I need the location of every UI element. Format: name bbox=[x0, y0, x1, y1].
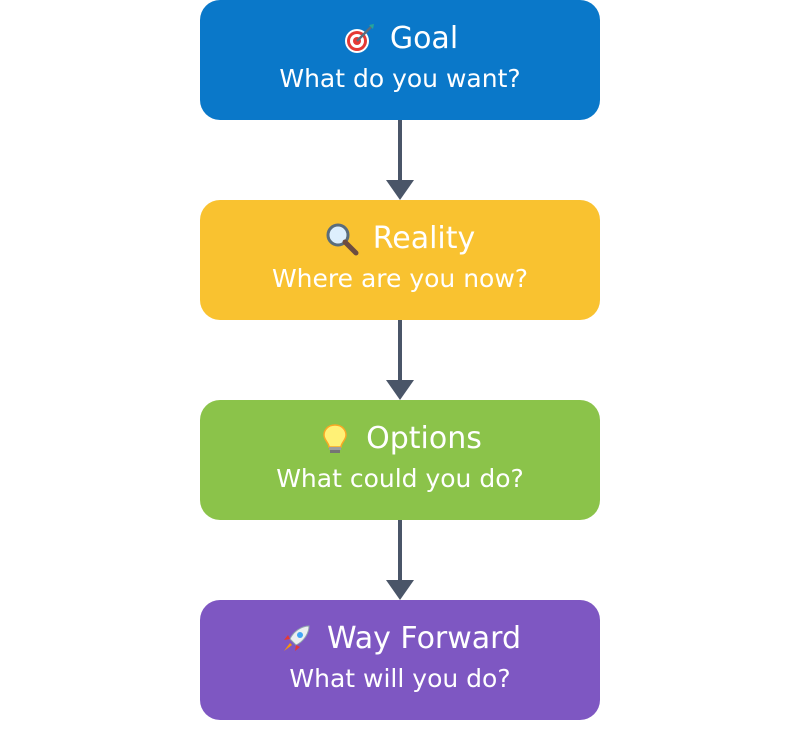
magnifying-glass-icon bbox=[325, 222, 359, 256]
node-way-forward[interactable]: Way Forward What will you do? bbox=[200, 600, 600, 720]
node-options[interactable]: Options What could you do? bbox=[200, 400, 600, 520]
arrowhead bbox=[386, 580, 414, 600]
arrowhead bbox=[386, 180, 414, 200]
connector-reality-options bbox=[386, 320, 414, 400]
connector-goal-reality bbox=[386, 120, 414, 200]
node-title-row: Way Forward bbox=[279, 621, 521, 657]
target-icon bbox=[342, 22, 376, 56]
node-subtitle: What do you want? bbox=[279, 64, 521, 93]
connector-options-way-forward bbox=[386, 520, 414, 600]
node-subtitle: What will you do? bbox=[289, 664, 511, 693]
node-subtitle: What could you do? bbox=[276, 464, 524, 493]
node-title-row: Options bbox=[318, 421, 482, 457]
node-title: Way Forward bbox=[326, 621, 522, 656]
node-title: Reality bbox=[372, 221, 476, 256]
node-title-row: Goal bbox=[342, 21, 458, 57]
node-title: Goal bbox=[389, 21, 459, 56]
node-subtitle: Where are you now? bbox=[271, 264, 529, 293]
node-title: Options bbox=[366, 421, 482, 456]
node-title-row: Reality bbox=[325, 221, 476, 257]
node-goal[interactable]: Goal What do you want? bbox=[200, 0, 600, 120]
node-reality[interactable]: Reality Where are you now? bbox=[200, 200, 600, 320]
arrowhead bbox=[386, 380, 414, 400]
rocket-icon bbox=[279, 622, 313, 656]
light-bulb-icon bbox=[318, 422, 352, 456]
